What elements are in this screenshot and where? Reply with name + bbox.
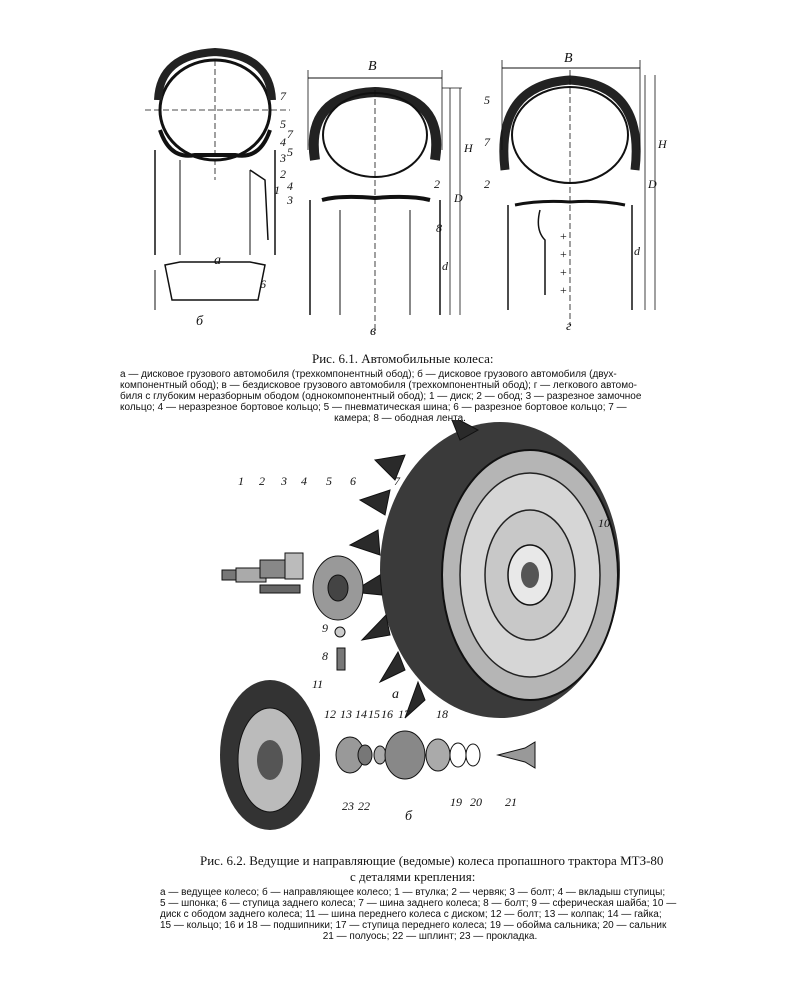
svg-text:17: 17 <box>398 707 411 721</box>
svg-text:D: D <box>453 191 463 205</box>
svg-text:Н: Н <box>463 141 474 155</box>
svg-text:d: d <box>634 244 641 258</box>
svg-text:г: г <box>566 319 572 334</box>
figure-6-2-title-cont: с деталями крепления: <box>350 869 476 884</box>
svg-text:2: 2 <box>259 474 265 488</box>
svg-text:23: 23 <box>342 799 354 813</box>
svg-text:7: 7 <box>394 474 401 488</box>
svg-text:14: 14 <box>355 707 367 721</box>
svg-text:8: 8 <box>322 649 328 663</box>
svg-text:7: 7 <box>287 127 294 141</box>
wheel-panel-v <box>307 70 462 330</box>
caption-line: диск с ободом заднего колеса; 11 — шина … <box>160 909 662 920</box>
figure-6-2-title: Рис. 6.2. Ведущие и направляющие (ведомы… <box>200 853 664 868</box>
svg-text:3: 3 <box>279 151 286 165</box>
rear-wheel-a <box>348 420 620 719</box>
figure-6-2-drawing: 1 2 3 4 5 6 7 9 8 10 11 12 13 14 15 16 1… <box>220 420 620 830</box>
svg-text:3: 3 <box>280 474 287 488</box>
svg-text:13: 13 <box>340 707 352 721</box>
svg-text:6: 6 <box>350 474 356 488</box>
caption-line: 15 — кольцо; 16 и 18 — подшипники; 17 — … <box>160 920 667 931</box>
svg-text:18: 18 <box>436 707 448 721</box>
svg-text:8: 8 <box>436 221 442 235</box>
caption-line: 5 — шпонка; 6 — ступица заднего колеса; … <box>160 898 677 909</box>
svg-text:1: 1 <box>274 183 280 197</box>
panel-v-labels: В 7 5 4 3 2 8 Н D d в <box>286 59 474 339</box>
svg-text:В: В <box>564 51 573 66</box>
svg-text:а: а <box>392 687 399 702</box>
figure-6-2-labels: 1 2 3 4 5 6 7 9 8 10 11 12 13 14 15 16 1… <box>238 474 610 824</box>
svg-text:10: 10 <box>598 516 610 530</box>
svg-text:б: б <box>196 314 204 329</box>
caption-line: а — ведущее колесо; б — направляющее кол… <box>160 887 666 898</box>
svg-text:Н: Н <box>657 137 668 151</box>
caption-line: камера; 8 — ободная лента. <box>334 413 466 424</box>
svg-text:4: 4 <box>287 179 293 193</box>
svg-text:7: 7 <box>484 135 491 149</box>
svg-text:11: 11 <box>312 677 323 691</box>
caption-line: компонентный обод); в — бездисковое груз… <box>120 380 638 391</box>
panel-g-crosses: + + + + <box>560 229 567 297</box>
svg-text:5: 5 <box>280 117 286 131</box>
svg-text:2: 2 <box>484 177 490 191</box>
svg-text:+: + <box>560 283 567 297</box>
caption-line: а — дисковое грузового автомобиля (трехк… <box>120 369 617 380</box>
svg-text:б: б <box>405 809 413 824</box>
wheel-panel-a <box>145 47 290 310</box>
svg-text:2: 2 <box>280 167 286 181</box>
svg-text:4: 4 <box>280 135 286 149</box>
svg-text:5: 5 <box>326 474 332 488</box>
svg-text:+: + <box>560 265 567 279</box>
svg-text:В: В <box>368 59 377 74</box>
caption-line: биля с глубоким неразборным ободом (одно… <box>120 391 642 402</box>
front-wheel-b <box>220 680 320 830</box>
panel-a-labels: 7 5 4 3 2 1 6 а б <box>196 89 287 329</box>
caption-line: 21 — полуось; 22 — шплинт; 23 — прокладк… <box>322 931 538 942</box>
svg-text:4: 4 <box>301 474 307 488</box>
figure-6-1-title: Рис. 6.1. Автомобильные колеса: <box>312 351 494 366</box>
svg-text:+: + <box>560 247 567 261</box>
svg-text:d: d <box>442 259 449 273</box>
svg-text:20: 20 <box>470 795 482 809</box>
svg-text:а: а <box>214 253 221 268</box>
front-hub-parts <box>335 730 536 780</box>
svg-text:5: 5 <box>484 93 490 107</box>
caption-line: кольцо; 4 — неразрезное бортовое кольцо;… <box>120 402 627 413</box>
figure-6-1-caption: а — дисковое грузового автомобиля (трехк… <box>120 369 680 424</box>
hub-parts-top <box>221 552 364 671</box>
svg-text:2: 2 <box>434 177 440 191</box>
svg-text:16: 16 <box>381 707 393 721</box>
svg-text:D: D <box>647 177 657 191</box>
svg-text:7: 7 <box>280 89 287 103</box>
svg-text:9: 9 <box>322 621 328 635</box>
svg-text:22: 22 <box>358 799 370 813</box>
svg-text:5: 5 <box>287 145 293 159</box>
svg-text:6: 6 <box>260 277 266 291</box>
svg-text:в: в <box>370 324 376 339</box>
panel-g-labels: В 5 7 2 Н D d г <box>484 51 668 334</box>
svg-text:19: 19 <box>450 795 462 809</box>
svg-text:15: 15 <box>368 707 380 721</box>
figure-6-1-drawing: 7 5 4 3 2 1 6 а б В 7 5 4 3 2 8 Н D d <box>145 47 668 339</box>
svg-text:12: 12 <box>324 707 336 721</box>
svg-text:1: 1 <box>238 474 244 488</box>
svg-text:21: 21 <box>505 795 517 809</box>
svg-text:+: + <box>560 229 567 243</box>
figure-6-2-caption: а — ведущее колесо; б — направляющее кол… <box>160 887 700 942</box>
wheel-panel-g <box>499 60 656 325</box>
svg-text:3: 3 <box>286 193 293 207</box>
